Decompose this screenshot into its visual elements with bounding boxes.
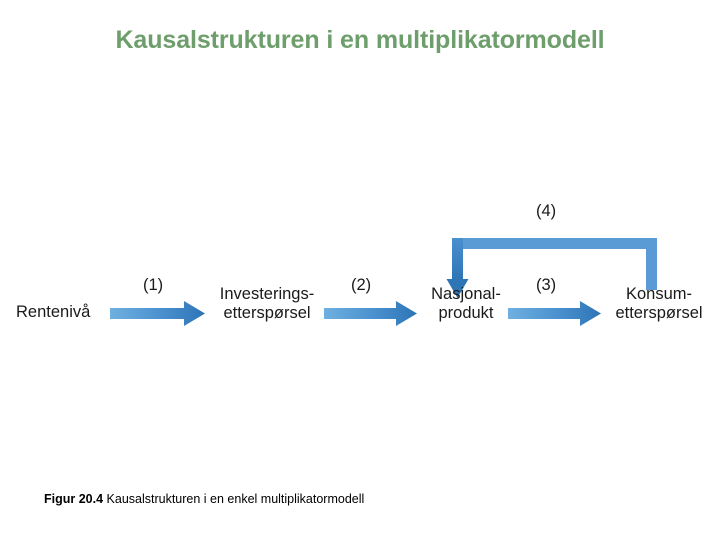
node-nasjonalprodukt: Nasjonal- produkt [412,285,520,323]
node-investeringsetterspoersel-line2: etterspørsel [223,304,311,322]
arrow-layer [110,238,657,326]
edge-label-3: (3) [536,276,557,294]
node-nasjonalprodukt-line1: Nasjonal- [431,285,501,303]
page-title: Kausalstrukturen i en multiplikatormodel… [115,26,605,54]
node-nasjonalprodukt-line2: produkt [438,304,494,322]
node-rentenivaa-line1: Rentenivå [16,303,91,321]
node-rentenivaa: Rentenivå [16,303,116,322]
arrow-4-konsum-to-nasjonalprodukt [446,238,657,298]
figure-caption-prefix: Figur 20.4 [44,492,104,506]
node-konsumetterspoersel-line2: etterspørsel [615,304,703,322]
arrow-1-rentenivaa-to-investering [110,301,205,326]
arrow-3-nasjonalprodukt-to-konsum [508,301,601,326]
figure-caption-text: Kausalstrukturen i en enkel multiplikato… [106,492,365,506]
causal-flow-diagram: Rentenivå Investerings- etterspørsel Nas… [0,180,720,360]
node-konsumetterspoersel-line1: Konsum- [625,285,693,303]
node-investeringsetterspoersel: Investerings- etterspørsel [203,285,331,323]
node-investeringsetterspoersel-line1: Investerings- [219,285,315,303]
arrow-2-investering-to-nasjonalprodukt [324,301,417,326]
node-konsumetterspoersel: Konsum- etterspørsel [598,285,720,323]
edge-label-4: (4) [536,202,557,220]
edge-label-1: (1) [143,276,164,294]
figure-caption: Figur 20.4 Kausalstrukturen i en enkel m… [44,492,364,506]
edge-label-2: (2) [351,276,372,294]
